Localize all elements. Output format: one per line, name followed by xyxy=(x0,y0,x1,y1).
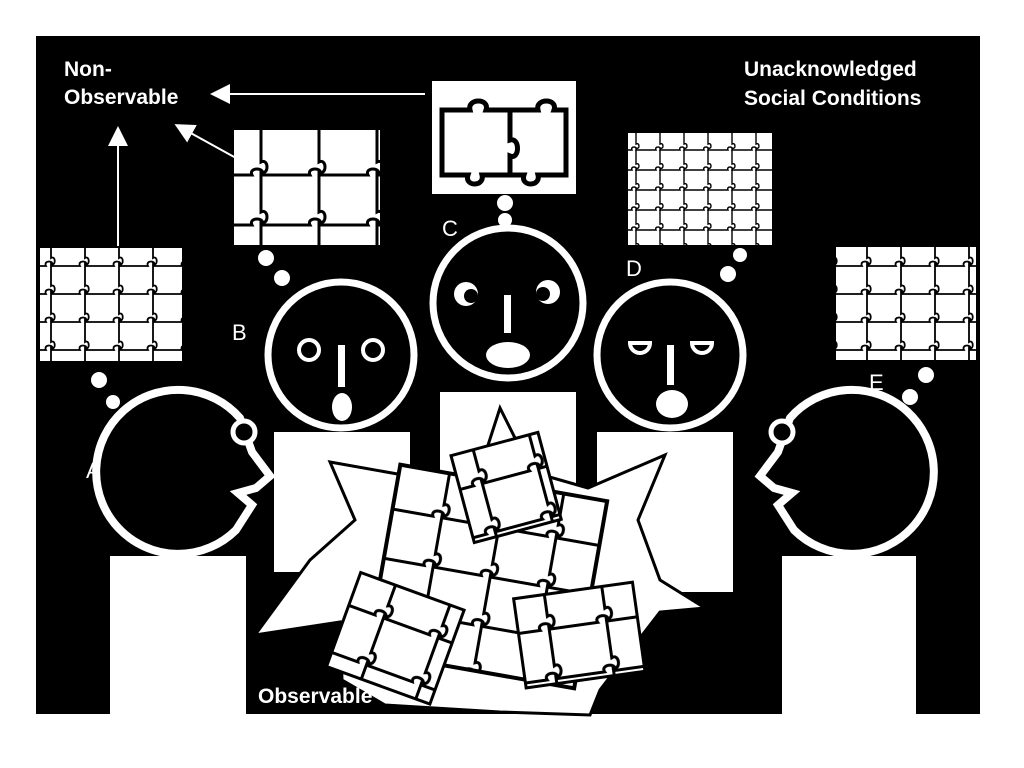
label-unacknowledged-2: Social Conditions xyxy=(744,87,921,110)
puzzle-b xyxy=(234,130,380,245)
puzzle-e xyxy=(836,247,976,360)
nose-d xyxy=(667,345,674,385)
thought-bubble-icon xyxy=(91,195,934,409)
head-e xyxy=(754,385,938,558)
label-unacknowledged-1: Unacknowledged xyxy=(744,58,917,81)
head-a xyxy=(92,385,276,558)
body-e xyxy=(782,556,916,714)
eye-d-left xyxy=(627,341,653,355)
puzzle-pile xyxy=(324,430,647,707)
label-observable: Observable xyxy=(258,685,372,708)
puzzle-a xyxy=(40,248,182,361)
label-non-observable-1: Non- xyxy=(64,58,112,81)
body-a xyxy=(110,556,246,714)
mouth-b xyxy=(332,393,352,421)
nose-c xyxy=(504,295,511,333)
mouth-c xyxy=(486,342,530,368)
eye-a xyxy=(230,418,258,446)
eye-b-right xyxy=(361,338,385,362)
puzzle-d xyxy=(628,133,772,245)
head-d xyxy=(593,278,747,432)
head-b xyxy=(264,278,418,432)
nose-b xyxy=(338,345,345,387)
person-label-e: E xyxy=(869,370,884,395)
eye-d-right xyxy=(689,341,715,355)
arrow-icon xyxy=(108,84,425,246)
mouth-d xyxy=(656,390,688,418)
puzzle-icon xyxy=(40,81,976,361)
head-c xyxy=(429,224,587,382)
person-label-a: A xyxy=(86,458,101,483)
person-label-c: C xyxy=(442,216,458,241)
label-non-observable-2: Observable xyxy=(64,86,178,109)
person-label-b: B xyxy=(232,320,247,345)
person-label-d: D xyxy=(626,256,642,281)
eye-e xyxy=(768,418,796,446)
eye-b-left xyxy=(297,338,321,362)
